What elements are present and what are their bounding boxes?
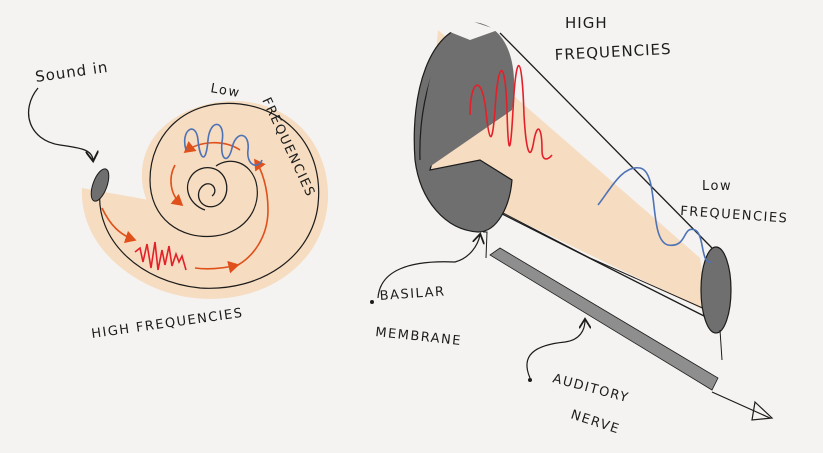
basilar-label-line2: MEMBRANE <box>375 325 463 349</box>
high-freq-top-label-line2: FREQUENCIES <box>554 40 672 64</box>
nerve-tick-left <box>483 232 487 258</box>
low-freq-label-line1: Low <box>209 81 241 101</box>
high-freq-cochlea-label: HIGH FREQUENCIES <box>90 306 244 342</box>
auditory-label-line1: AUDITORY <box>551 371 631 406</box>
basilar-dot <box>370 300 374 304</box>
sound-in-label: Sound in <box>34 58 109 86</box>
high-freq-top-label-line1: HIGH <box>565 14 608 32</box>
basilar-label-line1: BASILAR <box>379 284 446 304</box>
sound-in-arrow <box>29 88 93 160</box>
low-freq-right-label-line2: FREQUENCIES <box>680 204 789 227</box>
low-freq-right-label-line1: Low <box>702 179 732 194</box>
nerve-tick-right <box>720 330 722 360</box>
nerve-arrow-line <box>712 392 770 418</box>
nerve-pointer-arrow <box>527 320 585 378</box>
auditory-label-line2: NERVE <box>569 408 622 438</box>
auditory-dot <box>528 378 532 382</box>
